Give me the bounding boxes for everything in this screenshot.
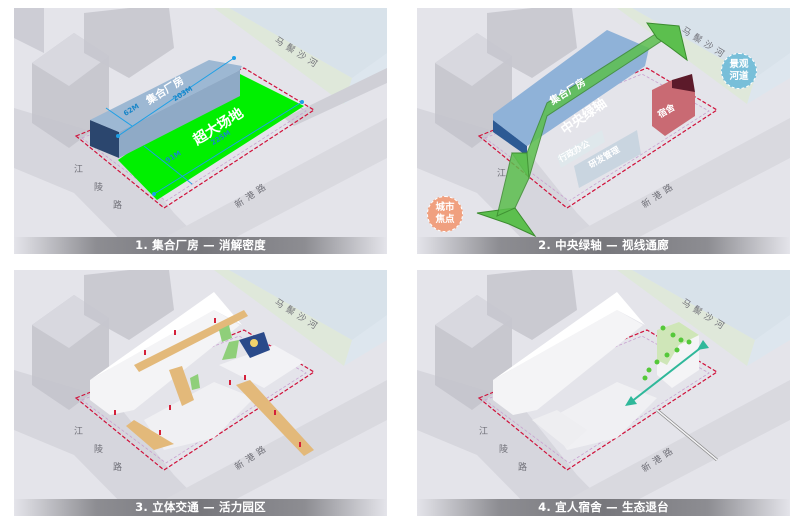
panel-4-map bbox=[417, 270, 790, 516]
city-focus-bubble: 城市 焦点 bbox=[427, 196, 463, 232]
west-road-char-3: 路 bbox=[113, 463, 123, 473]
west-road-char-2: 陵 bbox=[94, 445, 104, 455]
west-road-char-1: 江 bbox=[74, 427, 84, 437]
panel-1-map bbox=[14, 8, 387, 254]
panel-4-terraced-dorm: 马鬃沙河 江 陵 路 新港路 4. 宜人宿舍 — 生态退台 bbox=[417, 270, 790, 516]
panel-3-map bbox=[14, 270, 387, 516]
west-road-char-2: 陵 bbox=[94, 183, 104, 193]
panel-1-caption: 1. 集合厂房 — 消解密度 bbox=[14, 237, 387, 254]
west-road-char-1: 江 bbox=[74, 165, 84, 175]
west-road-char-1: 江 bbox=[497, 169, 507, 179]
panel-1-factory-density: 集合厂房 203M 62M 超大场地 91M 225M 马鬃沙河 江 陵 路 新… bbox=[14, 8, 387, 254]
landscape-river-bubble: 景观 河道 bbox=[721, 53, 757, 89]
panel-4-caption: 4. 宜人宿舍 — 生态退台 bbox=[417, 499, 790, 516]
west-road-char-3: 路 bbox=[518, 463, 528, 473]
panel-2-caption: 2. 中央绿轴 — 视线通廊 bbox=[417, 237, 790, 254]
west-road-char-3: 路 bbox=[113, 201, 123, 211]
panel-3-3d-traffic: 马鬃沙河 江 陵 路 新港路 3. 立体交通 — 活力园区 bbox=[14, 270, 387, 516]
west-road-char-1: 江 bbox=[479, 427, 489, 437]
panel-2-map bbox=[417, 8, 790, 254]
panel-2-green-axis: 集合厂房 中央绿轴 行政办公 研发管理 宿舍 景观 河道 城市 焦点 马鬃沙河 … bbox=[417, 8, 790, 254]
panel-3-caption: 3. 立体交通 — 活力园区 bbox=[14, 499, 387, 516]
west-road-char-2: 陵 bbox=[499, 445, 509, 455]
